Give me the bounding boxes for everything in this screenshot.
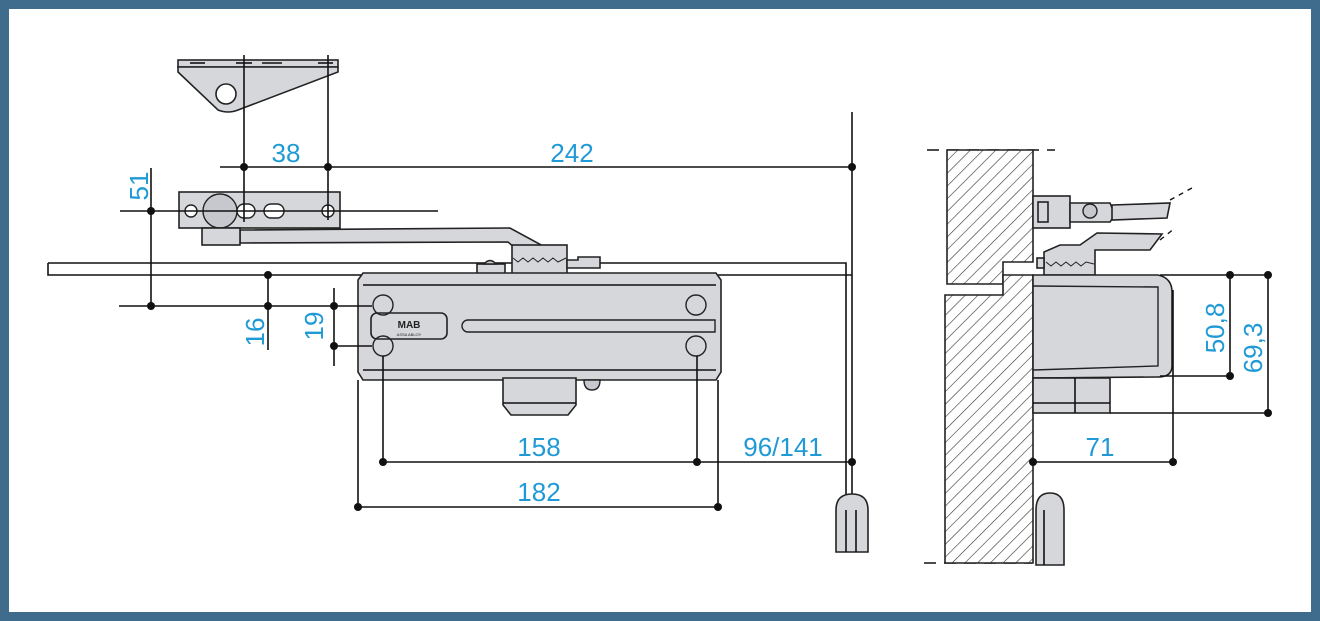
dim-158: 158	[517, 432, 560, 462]
dim-38: 38	[272, 138, 301, 168]
front-view: MAB ASSA ABLOY	[47, 55, 869, 553]
side-pinion	[1036, 227, 1176, 276]
dim-16: 16	[240, 318, 270, 347]
dim-19: 19	[299, 312, 329, 341]
dim-50-8: 50,8	[1200, 303, 1230, 354]
dim-51: 51	[124, 172, 154, 201]
logo-sub: ASSA ABLOY	[397, 332, 422, 337]
dim-71: 71	[1086, 432, 1115, 462]
side-closer-body	[1032, 274, 1173, 566]
side-view: 50,8 69,3 71	[924, 149, 1272, 566]
door-handle	[835, 493, 869, 553]
door-section	[944, 274, 1034, 564]
dim-69-3: 69,3	[1238, 323, 1268, 374]
dim-242: 242	[550, 138, 593, 168]
dim-182: 182	[517, 477, 560, 507]
closer-body: MAB ASSA ABLOY	[357, 272, 722, 416]
side-arm-hinge	[1032, 187, 1193, 229]
front-dimension-lines	[119, 55, 856, 511]
door-frame-section	[946, 149, 1034, 285]
side-door-handle	[1035, 492, 1065, 566]
side-dimension-lines	[1029, 271, 1272, 466]
closer-arm	[201, 227, 601, 276]
logo-brand: MAB	[398, 320, 421, 331]
dim-96-141: 96/141	[743, 432, 823, 462]
top-bracket	[177, 59, 339, 113]
arm-mounting-plate	[178, 191, 341, 229]
mab-logo: MAB ASSA ABLOY	[397, 320, 422, 337]
